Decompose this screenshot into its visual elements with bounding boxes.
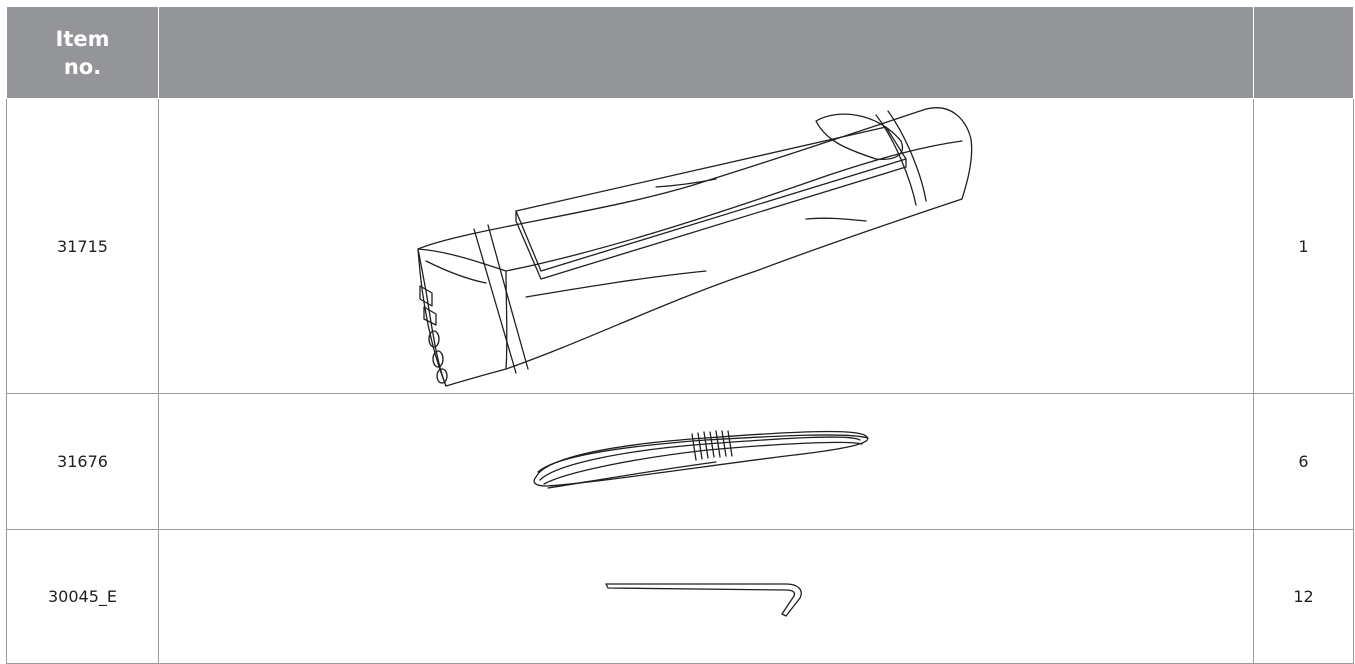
- item-number: 30045_E: [6, 529, 159, 664]
- header-image: [158, 6, 1254, 99]
- tent-bag-icon: [417, 107, 973, 387]
- image-cell: [158, 529, 1254, 664]
- item-number: 31676: [6, 393, 159, 530]
- header-qty: [1253, 6, 1354, 99]
- image-cell: [158, 98, 1254, 394]
- tent-peg-icon: [605, 582, 802, 617]
- header-item-no: Item no.: [6, 6, 159, 99]
- quantity: 12: [1253, 529, 1354, 664]
- quantity: 6: [1253, 393, 1354, 530]
- quantity: 1: [1253, 98, 1354, 394]
- image-cell: [158, 393, 1254, 530]
- table-row: 30045_E 12: [6, 529, 1354, 664]
- header-row: Item no.: [6, 6, 1354, 99]
- rope-coil-icon: [533, 429, 869, 489]
- table-row: 31715: [6, 98, 1354, 394]
- item-number: 31715: [6, 98, 159, 394]
- table-row: 31676 6: [6, 393, 1354, 530]
- parts-table: Item no. 31715: [6, 6, 1354, 664]
